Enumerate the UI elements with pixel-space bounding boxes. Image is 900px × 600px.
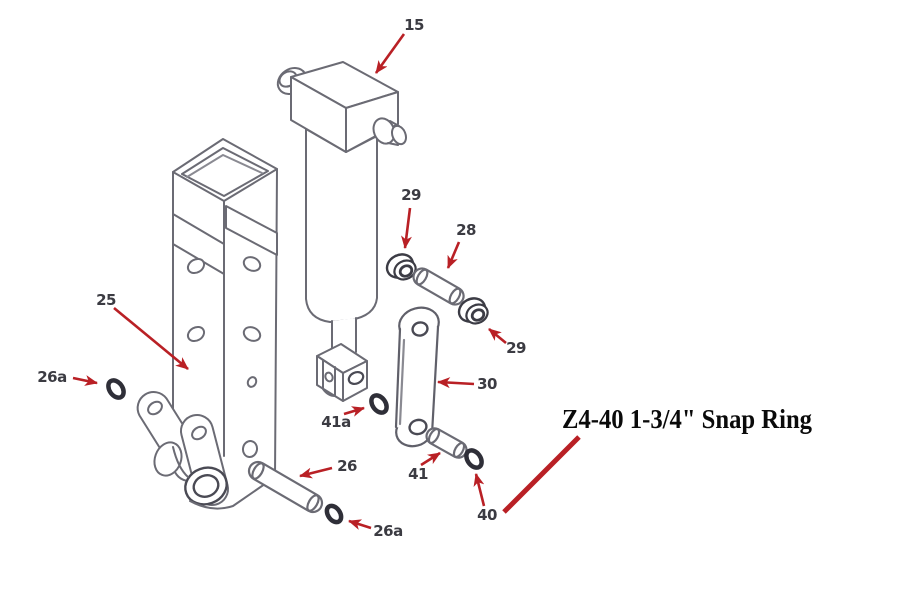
cylinder-clevis	[316, 343, 368, 402]
clevis-slot-hole	[324, 371, 334, 383]
foot-weldment	[136, 391, 276, 510]
link-left-edge	[394, 327, 402, 429]
part-link-arm	[394, 306, 440, 448]
tube-top-rim-depth	[186, 154, 263, 178]
tube-hole-small	[246, 376, 258, 388]
callout-label-28: 28	[456, 221, 476, 239]
tube-hole	[186, 325, 206, 343]
part-tube-post	[136, 138, 278, 510]
callout-label-26a-left: 26a	[37, 368, 67, 386]
part-snap-ring-26a-bottom	[324, 503, 344, 525]
leader-arrow-26	[299, 466, 333, 479]
leader-arrow-41	[420, 451, 441, 467]
callout-label-25: 25	[96, 291, 116, 309]
part-pin-41	[425, 427, 468, 459]
cylinder-rod-edges	[331, 317, 357, 353]
bushing-bore	[398, 264, 414, 278]
callout-label-29-right: 29	[506, 339, 526, 357]
tube-hole	[242, 256, 262, 272]
callout-label-29-top: 29	[401, 186, 421, 204]
pin-end-cap	[448, 287, 462, 305]
part-cylinder	[276, 61, 407, 402]
cylinder-rod-fill	[332, 318, 356, 352]
leader-arrow-29-top	[401, 207, 412, 249]
link-right-edge	[430, 325, 440, 436]
foot-pivot-boss-inner	[192, 474, 220, 498]
tube-hole	[186, 257, 206, 275]
pin-end-cap	[427, 427, 441, 445]
tube-hole	[242, 326, 262, 342]
part-snap-ring-41a	[369, 393, 389, 415]
leader-arrow-28	[446, 241, 461, 269]
foot-lug-rear-hole	[147, 400, 163, 416]
callout-label-40: 40	[477, 506, 497, 524]
link-body-fill	[396, 327, 438, 434]
link-top-hole	[411, 321, 429, 337]
clevis-slot	[322, 359, 336, 397]
callout-label-41a: 41a	[321, 413, 351, 431]
part-bushing-lower	[457, 297, 489, 325]
link-bottom-hole	[408, 418, 428, 436]
pin-end-cap	[452, 441, 466, 459]
foot-bottom-edge	[189, 476, 276, 510]
part-bushing-upper	[385, 253, 417, 281]
pin-end-cap	[306, 494, 320, 512]
callout-labels: 15 25 26 26a 26a 28 29 29 30 40 41 41a	[37, 16, 526, 540]
snap-ring-callout-line	[502, 435, 581, 514]
part-snap-ring-26a-left	[106, 378, 126, 400]
foot-bottom-outline	[172, 446, 189, 478]
clevis-side-hole	[347, 370, 365, 386]
leader-arrows	[72, 33, 581, 530]
leader-arrow-41a	[343, 406, 365, 417]
bushing-bore	[470, 308, 486, 322]
part-pin-28	[412, 267, 465, 306]
cylinder-head-right-face	[345, 91, 399, 153]
leader-arrow-15	[374, 33, 406, 74]
pin-end-cap	[251, 462, 265, 480]
part-pin-26	[247, 460, 324, 514]
link-inner-edge	[398, 338, 406, 426]
callout-label-26a-bottom: 26a	[373, 522, 403, 540]
tube-right-edge	[274, 168, 278, 478]
callout-label-41: 41	[408, 465, 428, 483]
snap-rings	[106, 378, 484, 525]
leader-arrow-30	[437, 377, 475, 389]
part-snap-ring-40	[464, 448, 484, 470]
leader-arrow-26a-bottom	[348, 519, 372, 530]
leader-arrow-25	[113, 306, 189, 371]
pin-end-cap	[415, 268, 429, 286]
callout-label-15: 15	[404, 16, 424, 34]
cylinder-right-boss	[372, 117, 407, 146]
snap-ring-annotation: Z4-40 1-3/4" Snap Ring	[562, 404, 812, 434]
tube-collar-right	[225, 205, 278, 256]
leader-arrow-29-right	[488, 327, 507, 345]
tube-hole	[241, 440, 259, 458]
foot-lug-front-hole	[191, 425, 207, 441]
callout-label-30: 30	[477, 375, 497, 393]
callout-label-26: 26	[337, 457, 357, 475]
cylinder-barrel	[305, 128, 378, 323]
tube-collar-left	[172, 213, 225, 275]
right-boss-stub-cap	[391, 124, 407, 146]
tube-top-rim-outer	[172, 138, 278, 202]
leader-arrow-40	[473, 473, 486, 507]
tube-top-rim-inner	[181, 147, 269, 197]
leader-arrow-26a-left	[72, 375, 98, 386]
